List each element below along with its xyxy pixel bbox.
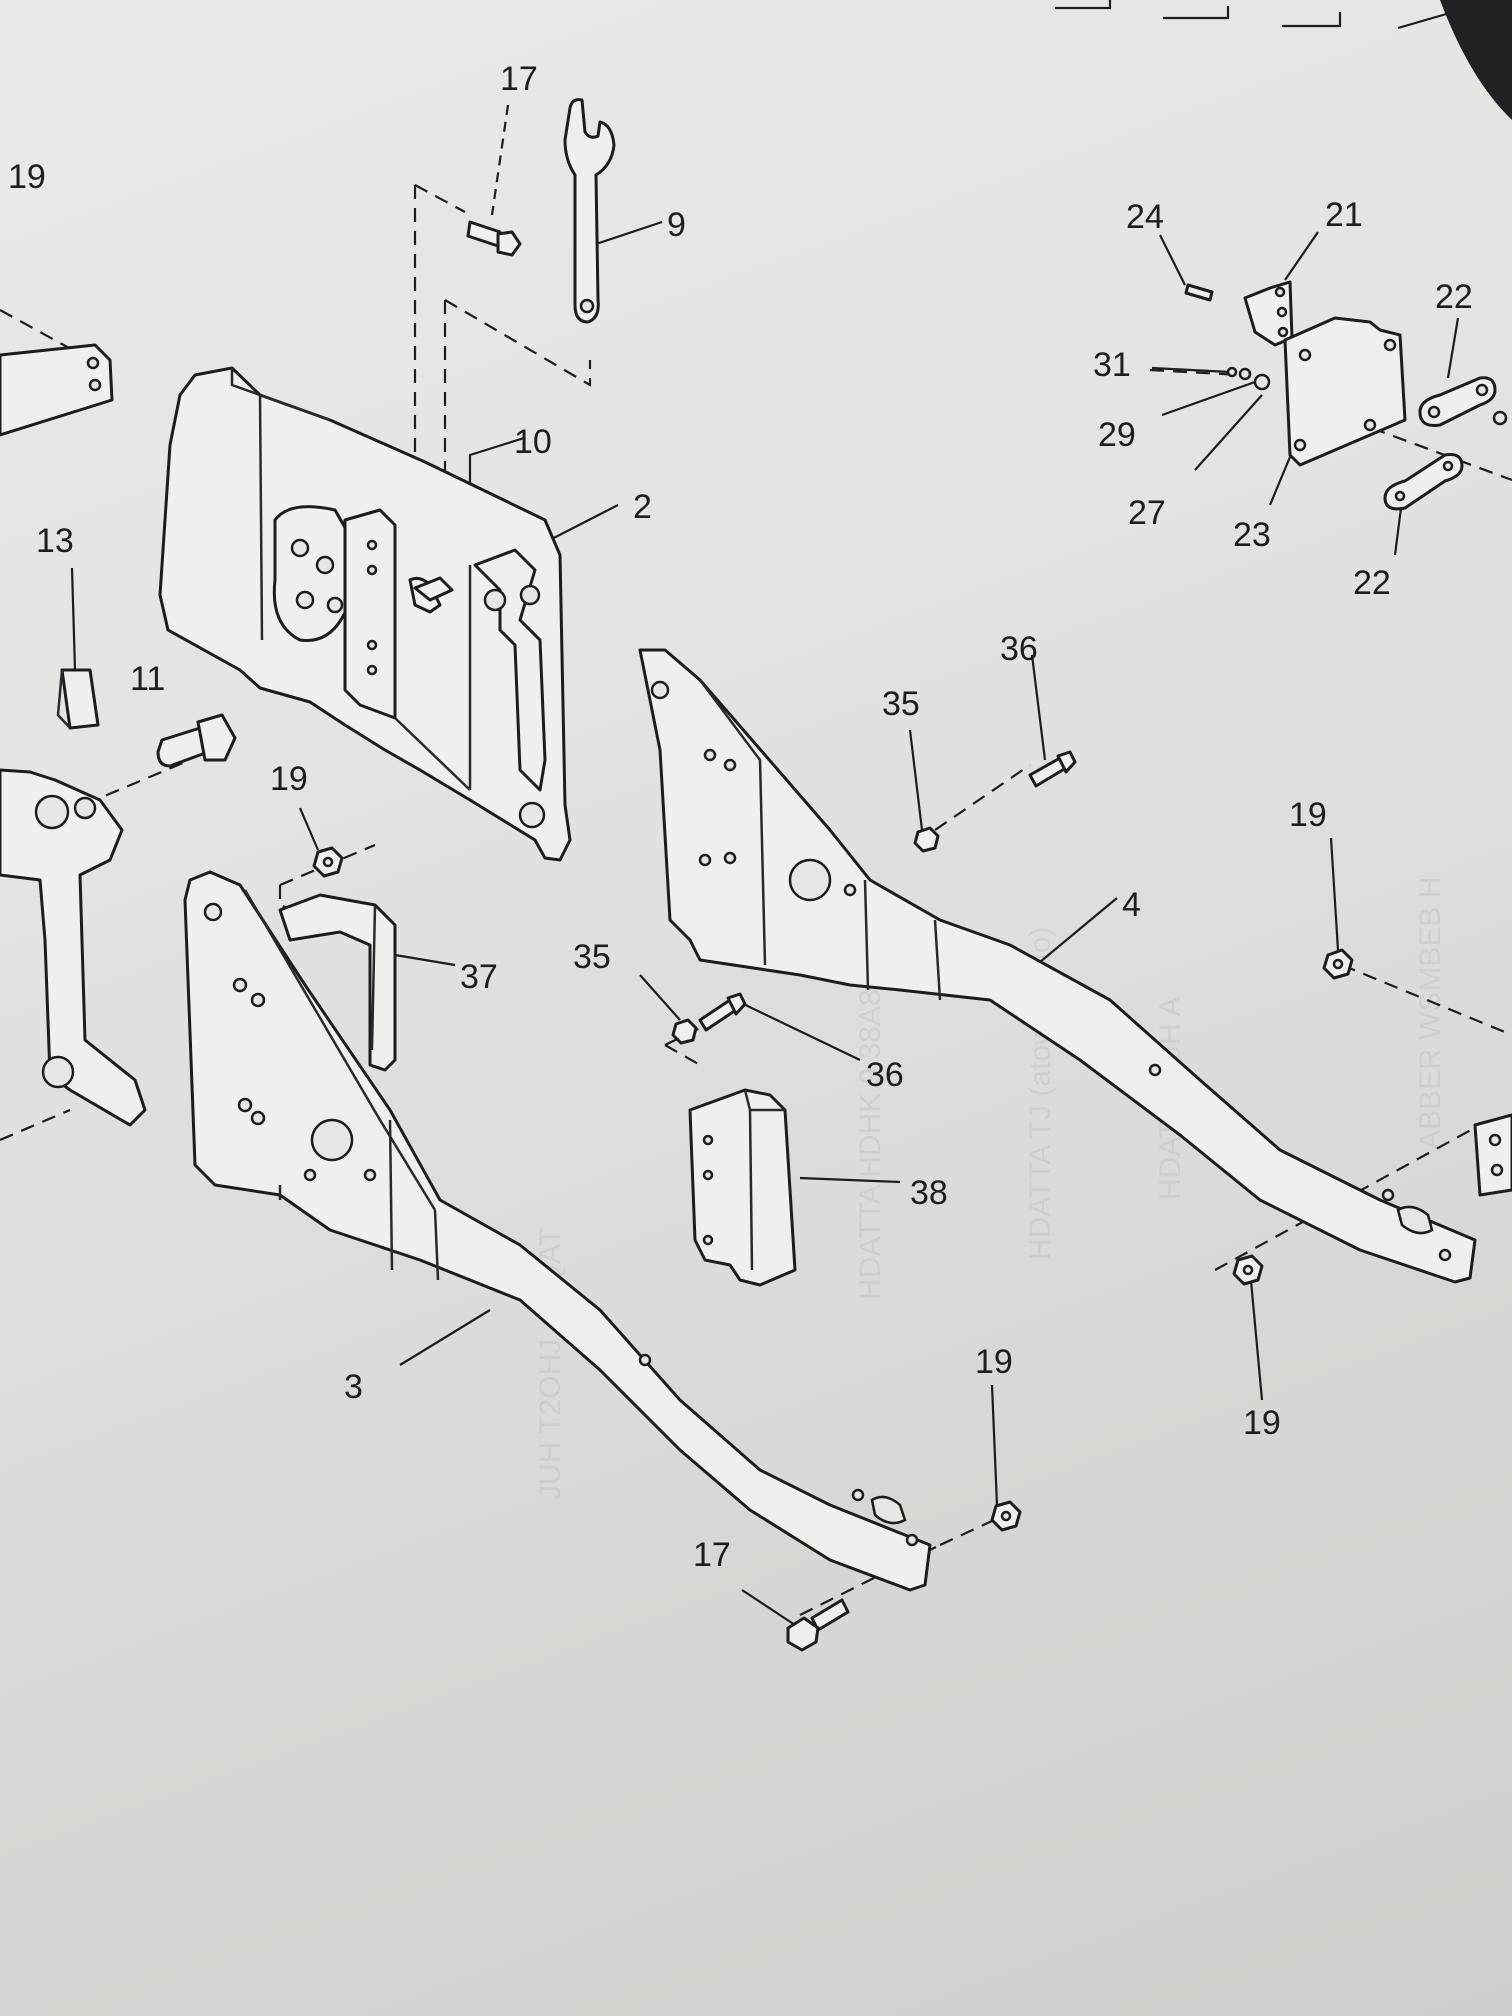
callout-11: 11 bbox=[130, 660, 166, 698]
callout-31: 31 bbox=[1093, 346, 1131, 384]
callout-27: 27 bbox=[1128, 494, 1166, 532]
part-4-upper-arm bbox=[638, 648, 1477, 1284]
callout-37: 37 bbox=[460, 958, 498, 996]
part-3-lower-arm bbox=[183, 870, 932, 1592]
callout-10: 10 bbox=[514, 423, 552, 461]
callout-19: 19 bbox=[1243, 1404, 1281, 1442]
part-13-tag bbox=[56, 668, 100, 730]
callout-35: 35 bbox=[882, 685, 920, 723]
callout-21: 21 bbox=[1325, 196, 1363, 234]
part-2-frame-plate bbox=[158, 366, 572, 862]
right-edge-plate bbox=[1473, 1113, 1512, 1197]
part-17-bolt-upper bbox=[466, 220, 522, 257]
part-27-29-31-fasteners bbox=[1226, 366, 1271, 391]
part-23-plate bbox=[1283, 316, 1407, 467]
callout-29: 29 bbox=[1098, 416, 1136, 454]
callout-19: 19 bbox=[8, 158, 46, 196]
callout-35: 35 bbox=[573, 938, 611, 976]
svg-text:ABBER WSMBEB H: ABBER WSMBEB H bbox=[1414, 877, 1447, 1150]
part-38-guard bbox=[688, 1088, 797, 1287]
callout-17: 17 bbox=[500, 60, 538, 98]
part-19-nuts bbox=[312, 846, 1354, 1532]
page-edge-marks bbox=[1055, 0, 1512, 120]
callout-2: 2 bbox=[633, 488, 652, 526]
part-10-bracket bbox=[413, 576, 454, 602]
callout-23: 23 bbox=[1233, 516, 1271, 554]
part-36-bolts bbox=[698, 750, 1077, 1032]
callout-19: 19 bbox=[270, 760, 308, 798]
part-37-bracket bbox=[278, 893, 397, 1072]
callout-13: 13 bbox=[36, 522, 74, 560]
callout-17: 17 bbox=[693, 1536, 731, 1574]
callout-36: 36 bbox=[1000, 630, 1038, 668]
callout-19: 19 bbox=[1289, 796, 1327, 834]
part-22-links bbox=[1383, 376, 1508, 511]
part-11-pin bbox=[156, 713, 237, 768]
leader-lines bbox=[70, 104, 1460, 1626]
callout-4: 4 bbox=[1122, 886, 1141, 924]
left-lever-assembly bbox=[0, 343, 147, 1127]
callout-19: 19 bbox=[975, 1343, 1013, 1381]
svg-text:HDATTA HDHK 9 38A8: HDATTA HDHK 9 38A8 bbox=[854, 989, 887, 1300]
callout-22: 22 bbox=[1435, 278, 1473, 316]
callout-24: 24 bbox=[1126, 198, 1164, 236]
part-35-nuts bbox=[671, 826, 940, 1045]
callout-36: 36 bbox=[866, 1056, 904, 1094]
part-9-wrench bbox=[563, 98, 616, 324]
callout-3: 3 bbox=[344, 1368, 363, 1406]
part-17-bolt-lower bbox=[786, 1598, 850, 1652]
callout-9: 9 bbox=[667, 206, 686, 244]
callout-22: 22 bbox=[1353, 564, 1391, 602]
callout-38: 38 bbox=[910, 1174, 948, 1212]
part-24-screw bbox=[1184, 283, 1214, 302]
part-21-hinge bbox=[1243, 280, 1294, 347]
